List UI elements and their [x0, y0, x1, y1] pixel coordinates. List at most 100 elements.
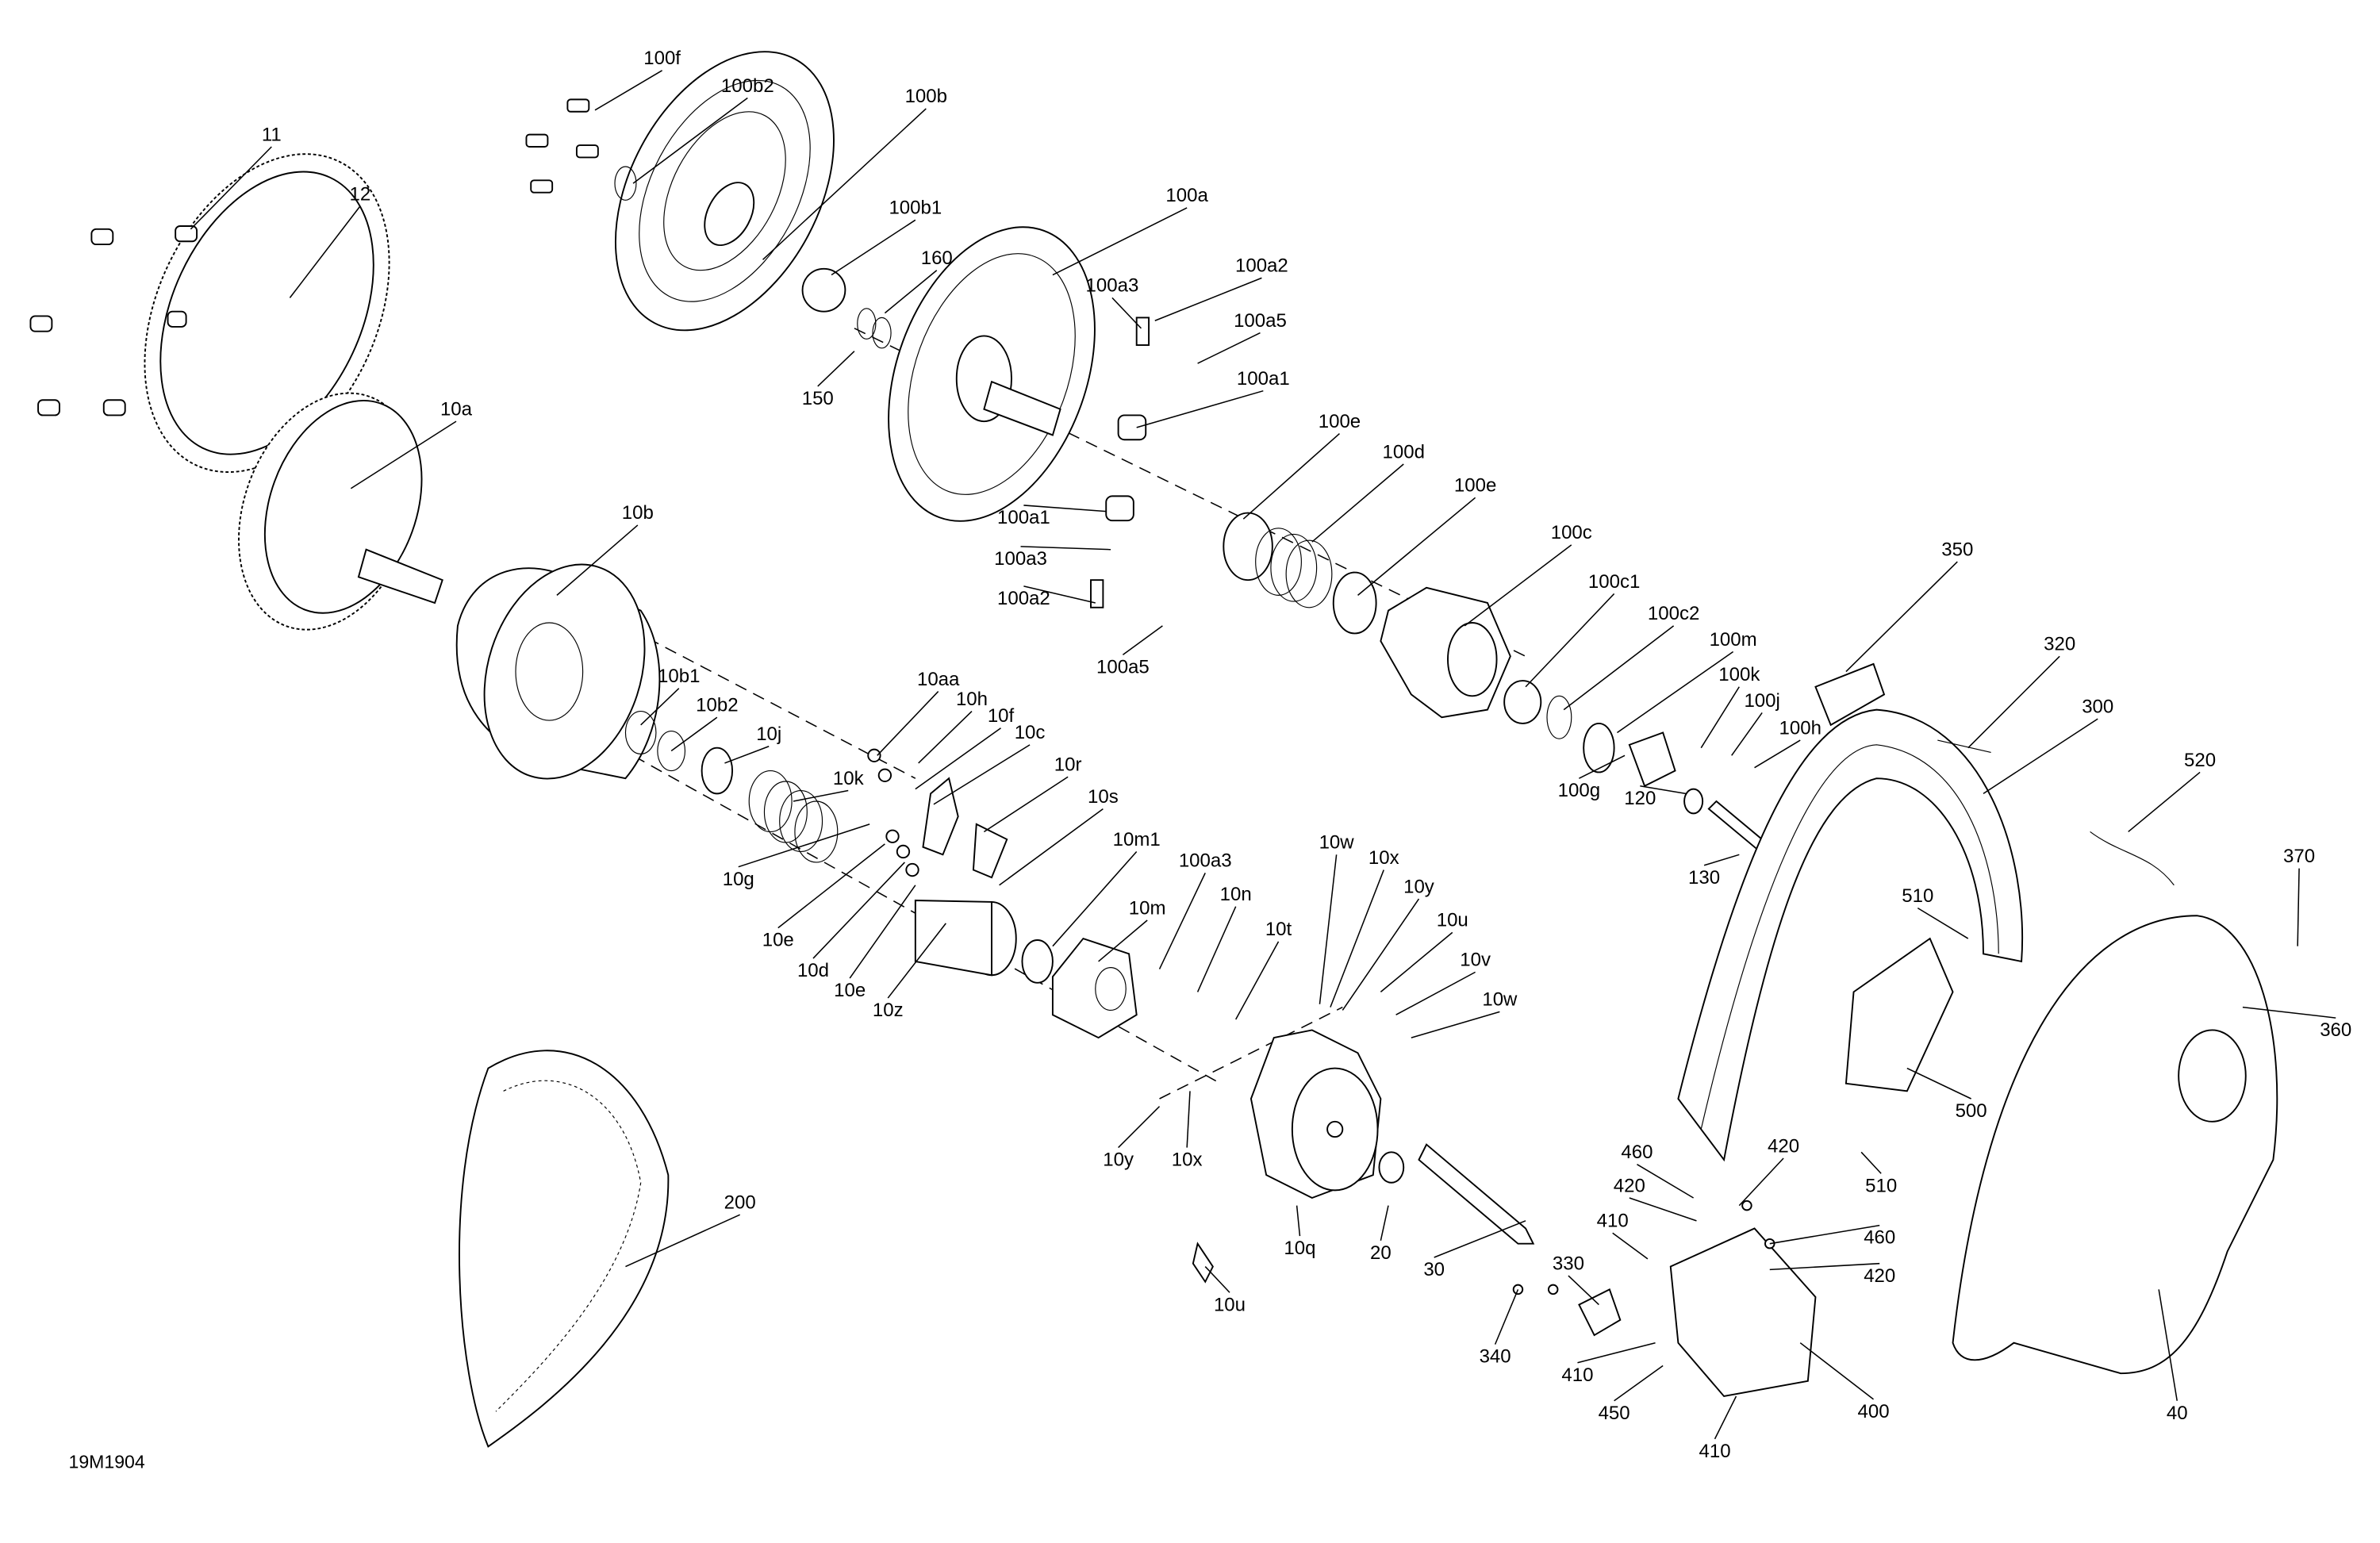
callout-label: 10c	[1015, 722, 1046, 743]
callout-label: 10e	[834, 980, 866, 1001]
leader-line	[777, 843, 885, 929]
callout-label: 30	[1423, 1259, 1445, 1280]
callout-label: 100a5	[1096, 656, 1150, 677]
callout-label: 410	[1597, 1211, 1629, 1232]
leader-line	[1640, 785, 1687, 795]
callout-label: 10f	[988, 705, 1015, 727]
callout-label: 100a	[1165, 185, 1208, 206]
leader-line	[1703, 854, 1740, 866]
callout-label: 130	[1688, 867, 1720, 889]
callout-label: 100m	[1710, 629, 1757, 651]
leader-line	[1845, 561, 1958, 673]
callout-label: 100g	[1558, 780, 1600, 801]
leader-line	[999, 808, 1104, 886]
leader-line	[625, 1214, 741, 1268]
leader-lines	[190, 70, 2336, 1440]
housing-10b	[455, 563, 661, 780]
guard-300	[1677, 708, 2023, 1162]
leader-line	[1700, 686, 1740, 749]
callout-label: 100b1	[889, 198, 942, 219]
callout-label: 10y	[1403, 876, 1434, 897]
callout-label: 10y	[1103, 1150, 1134, 1171]
callout-label: 100a1	[1237, 368, 1290, 390]
movable-sheave	[888, 226, 1096, 522]
leader-line	[1983, 718, 2098, 795]
leader-line	[594, 70, 663, 111]
callout-label: 460	[1864, 1227, 1895, 1249]
leader-line	[1296, 1205, 1301, 1237]
callout-label: 100a3	[1086, 275, 1139, 297]
callout-label: 400	[1857, 1401, 1889, 1422]
leader-line	[1579, 754, 1626, 779]
callout-label: 100a2	[997, 588, 1050, 609]
callout-label: 510	[1865, 1175, 1897, 1196]
leader-line	[1525, 593, 1615, 688]
leader-line	[1629, 1197, 1697, 1222]
leader-line	[1494, 1289, 1519, 1345]
callout-label: 10j	[756, 724, 781, 745]
leader-line	[2297, 868, 2300, 946]
cover-360	[1952, 915, 2278, 1375]
leader-line	[1311, 463, 1404, 543]
callout-label: 300	[2082, 696, 2113, 717]
callout-label: 410	[1561, 1365, 1593, 1386]
leader-line	[1563, 625, 1675, 711]
leader-line	[884, 270, 938, 314]
leader-line	[738, 823, 870, 868]
callout-label: 100k	[1718, 664, 1760, 685]
leader-line	[1411, 1011, 1500, 1038]
callout-label: 20	[1370, 1242, 1392, 1264]
bracket-500	[1844, 937, 1954, 1092]
leader-line	[2158, 1289, 2178, 1401]
callout-label: 410	[1699, 1441, 1730, 1462]
bolts	[29, 225, 198, 416]
callout-label: 100a1	[997, 507, 1050, 528]
callout-label: 120	[1624, 788, 1656, 809]
leader-line	[1464, 544, 1572, 627]
callout-label: 10u	[1214, 1294, 1246, 1315]
leader-line	[1380, 931, 1453, 992]
callout-label: 10w	[1482, 989, 1518, 1011]
leader-line	[1568, 1275, 1599, 1306]
callout-label: 10z	[873, 1000, 904, 1021]
leader-line	[983, 776, 1069, 833]
parts-layer	[29, 51, 2278, 1448]
leader-line	[1111, 297, 1142, 329]
leader-line	[1154, 277, 1262, 321]
leader-line	[632, 97, 748, 184]
leader-line	[1769, 1262, 1880, 1271]
rings-10b	[624, 710, 734, 795]
leader-line	[1860, 1151, 1882, 1174]
leader-line	[1186, 1091, 1191, 1148]
callout-label: 100c1	[1588, 571, 1640, 593]
leader-line	[1136, 390, 1264, 428]
leader-line	[1614, 1365, 1664, 1402]
leader-line	[1098, 919, 1148, 962]
leader-line	[1357, 497, 1476, 596]
leader-line	[190, 146, 272, 230]
leader-line	[1023, 505, 1107, 512]
callout-label: 510	[1902, 885, 1933, 907]
flywheel	[238, 392, 443, 631]
callout-label: 10k	[833, 768, 865, 789]
callout-label: 10g	[723, 869, 754, 890]
callout-label: 100b2	[721, 75, 774, 97]
callout-label: 330	[1553, 1253, 1584, 1274]
callout-label: 40	[2167, 1403, 2188, 1424]
sleeve-10z	[914, 900, 1054, 984]
levers-10c	[867, 748, 1008, 879]
callout-label: 10n	[1220, 884, 1252, 905]
fixed-sheave	[614, 51, 835, 332]
leader-line	[1023, 585, 1096, 604]
leader-line	[1020, 546, 1111, 551]
leader-line	[1714, 1395, 1737, 1440]
leader-line	[1242, 432, 1340, 520]
callout-label: 320	[2044, 634, 2075, 655]
callout-label: 10v	[1460, 950, 1491, 971]
leader-line	[670, 716, 718, 752]
leader-line	[1577, 1341, 1656, 1364]
leader-line	[887, 923, 946, 999]
callout-label: 150	[802, 388, 834, 409]
